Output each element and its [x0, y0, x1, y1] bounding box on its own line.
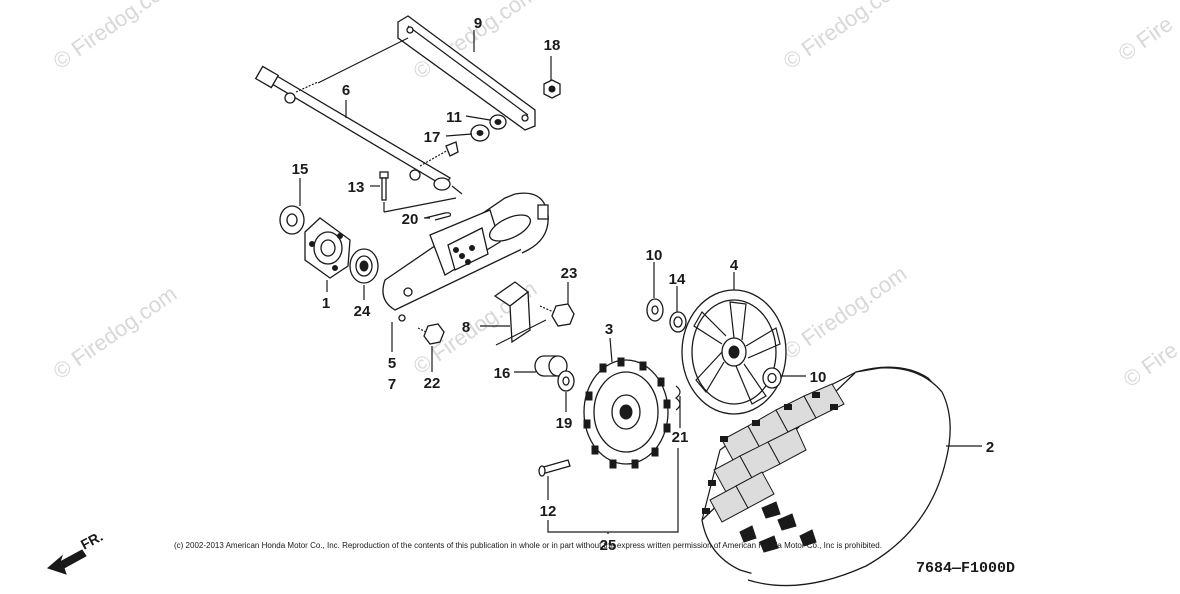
callout-16: 16 [494, 365, 511, 382]
callout-9: 9 [474, 15, 482, 32]
callout-2: 2 [986, 439, 994, 456]
part-11-nut [489, 114, 507, 130]
part-19-washer [557, 370, 575, 392]
part-8-bracket [493, 281, 547, 346]
callout-18: 18 [544, 37, 561, 54]
callout-labels: 1 2 3 4 5 6 7 8 9 10 10 11 12 13 14 15 1… [292, 15, 995, 554]
watermark-text: © Fire [1114, 11, 1178, 66]
callout-24: 24 [354, 303, 371, 320]
callout-1: 1 [322, 295, 330, 312]
part-2-track [701, 366, 951, 587]
callout-3: 3 [605, 321, 613, 338]
part-18-nut [543, 79, 561, 99]
callout-17: 17 [424, 129, 441, 146]
part-6-shaft [254, 65, 463, 195]
part-23-bolt [539, 303, 575, 327]
part-3-sprocket [583, 357, 671, 469]
part-22-bolt [417, 323, 445, 345]
callout-10-top: 10 [646, 247, 663, 264]
part-21-pin [675, 385, 681, 411]
callout-14: 14 [669, 271, 686, 288]
callout-4: 4 [730, 257, 739, 274]
front-marker-label: FR. [78, 528, 105, 553]
callout-25: 25 [600, 537, 617, 554]
leader-lines [299, 30, 982, 534]
part-13-pin [379, 171, 389, 201]
copyright-notice: (c) 2002-2013 American Honda Motor Co., … [174, 541, 882, 550]
callout-22: 22 [424, 375, 441, 392]
diagram-code: 7684—F1000D [916, 560, 1015, 577]
part-4-wheel [681, 289, 787, 415]
watermark-text: © Firedog.com [49, 281, 182, 384]
callout-10-bottom: 10 [810, 369, 827, 386]
part-14-bushing [669, 311, 687, 333]
part-24-bearing [349, 248, 379, 284]
callout-12: 12 [540, 503, 557, 520]
callout-19: 19 [556, 415, 573, 432]
front-direction-marker: FR. [47, 528, 105, 575]
callout-20: 20 [402, 211, 419, 228]
callout-6: 6 [342, 82, 350, 99]
watermark-text: © Firedog.com [779, 261, 912, 364]
watermark-text: © Fire [1119, 337, 1180, 392]
part-9-bracket [397, 15, 536, 131]
part-10-washer-top [646, 298, 664, 322]
part-12-pin [538, 459, 571, 477]
part-20-clip [424, 212, 452, 221]
part-10-washer-bottom [762, 367, 782, 389]
callout-7: 7 [388, 376, 396, 393]
callout-13: 13 [348, 179, 365, 196]
callout-11: 11 [446, 109, 462, 126]
watermark-text: © Firedog.com [49, 0, 182, 74]
part-15-washer [279, 205, 305, 235]
callout-21: 21 [672, 429, 689, 446]
part-17-bolt [419, 141, 459, 167]
callout-8: 8 [462, 319, 470, 336]
part-5-chain-case [382, 192, 549, 322]
watermarks: © Firedog.com © Firedog.com © Firedog.co… [49, 0, 1180, 392]
part-1-flange [304, 217, 351, 279]
callout-5: 5 [388, 355, 396, 372]
watermark-text: © Firedog.com [779, 0, 912, 74]
part-17-nut [470, 124, 490, 142]
callout-15: 15 [292, 161, 309, 178]
callout-23: 23 [561, 265, 578, 282]
part-16-collar [534, 355, 568, 377]
